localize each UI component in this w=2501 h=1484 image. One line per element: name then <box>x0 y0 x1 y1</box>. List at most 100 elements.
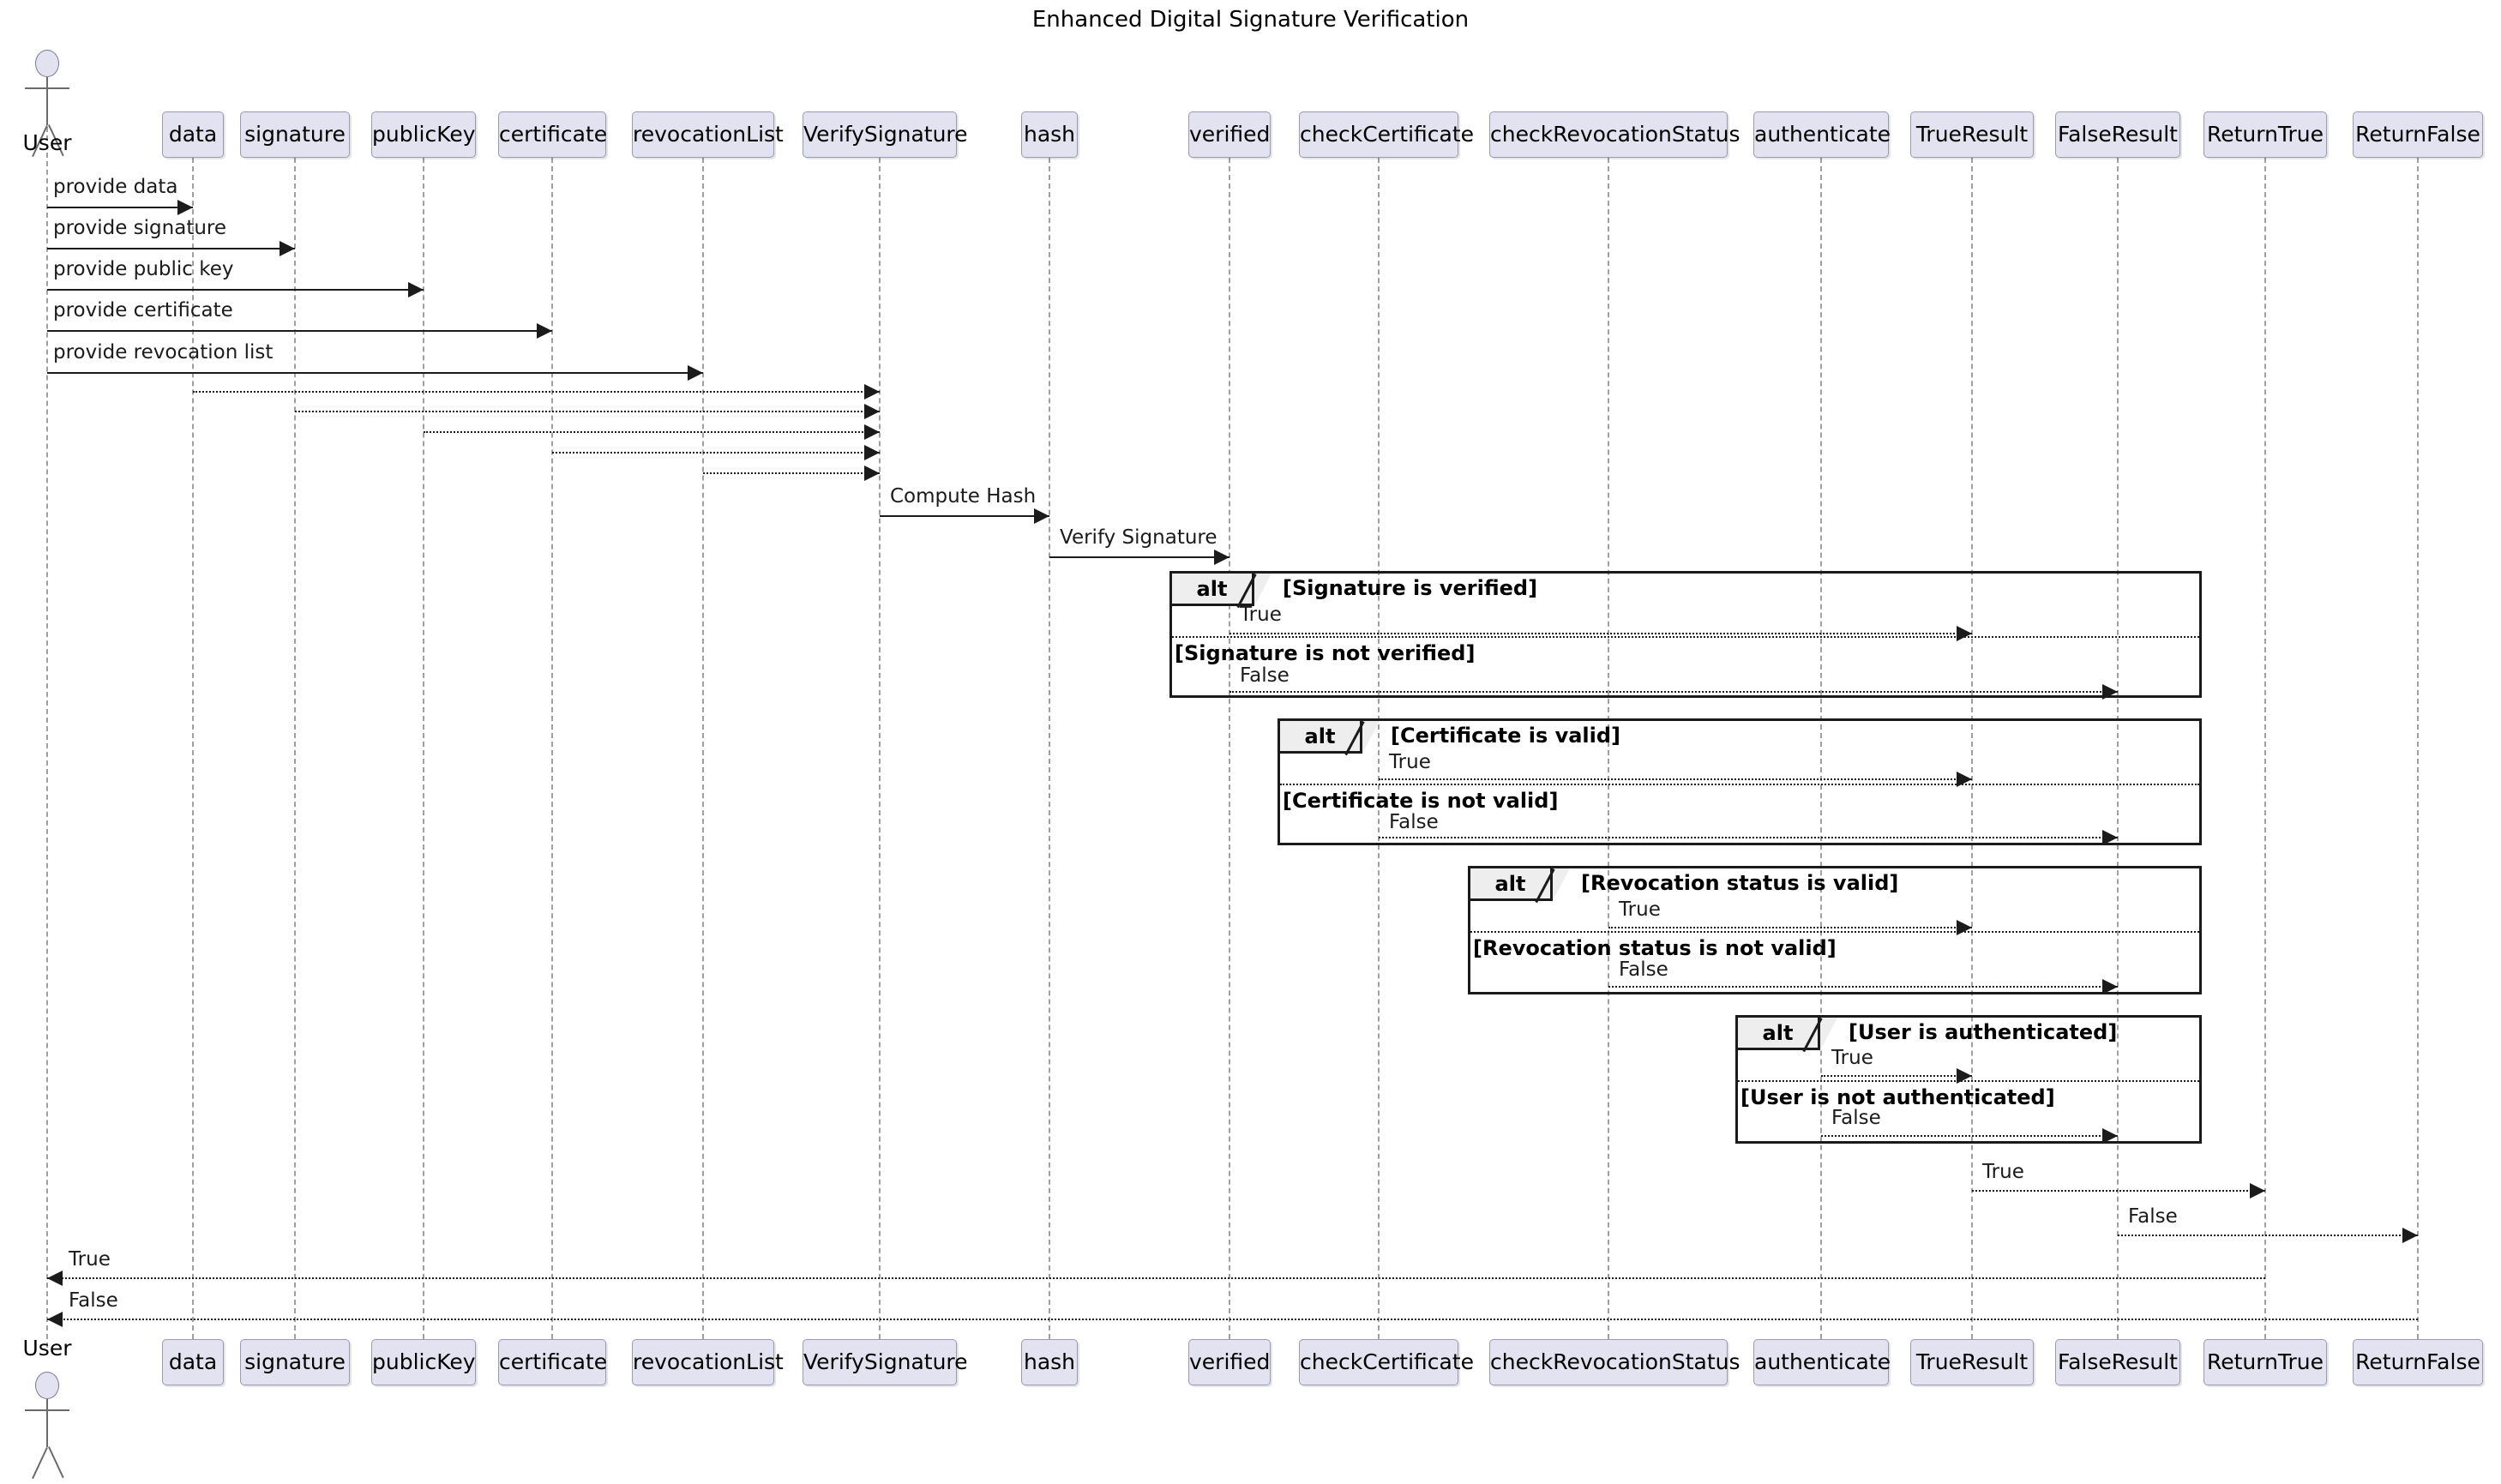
alt-guard-else-4: [User is not authenticated] <box>1740 1085 2055 1109</box>
message-10-arrowhead-icon <box>1034 508 1049 524</box>
participant-label-certificate: certificate <box>499 1349 607 1374</box>
participant-box-publicKey-bottom[interactable]: publicKey <box>371 1339 476 1385</box>
message-19-arrowhead-icon <box>2102 1128 2118 1144</box>
message-1-line <box>47 248 295 249</box>
message-0-line <box>47 207 193 208</box>
participant-box-data-bottom[interactable]: data <box>162 1339 224 1385</box>
participant-label-checkRevocationStatus: checkRevocationStatus <box>1490 122 1740 147</box>
message-1-arrowhead-icon <box>280 241 295 256</box>
message-18-line <box>1821 1075 1972 1077</box>
message-0-arrowhead-icon <box>177 200 193 215</box>
alt-guard-then-4: [User is authenticated] <box>1849 1020 2117 1044</box>
participant-box-VerifySignature-top[interactable]: VerifySignature <box>803 111 957 158</box>
participant-label-certificate: certificate <box>499 122 607 147</box>
participant-box-revocationList-bottom[interactable]: revocationList <box>632 1339 774 1385</box>
participant-label-ReturnTrue: ReturnTrue <box>2207 1349 2324 1374</box>
message-label-20: True <box>1982 1161 2024 1183</box>
message-label-10: Compute Hash <box>890 485 1036 508</box>
message-8-arrowhead-icon <box>864 445 880 460</box>
message-label-4: provide revocation list <box>53 341 273 363</box>
alt-keyword-label: alt <box>1495 872 1526 896</box>
alt-divider-2 <box>1280 784 2199 785</box>
message-13-arrowhead-icon <box>2102 684 2118 700</box>
participant-box-FalseResult-top[interactable]: FalseResult <box>2055 111 2180 158</box>
participant-box-TrueResult-bottom[interactable]: TrueResult <box>1910 1339 2034 1385</box>
participant-box-checkRevocationStatus-bottom[interactable]: checkRevocationStatus <box>1489 1339 1728 1385</box>
participant-box-certificate-top[interactable]: certificate <box>498 111 606 158</box>
participant-label-hash: hash <box>1024 1349 1075 1374</box>
lifeline-verified <box>1229 158 1230 1339</box>
actor-stroke-bottom <box>48 1446 64 1478</box>
participant-label-TrueResult: TrueResult <box>1916 122 2028 147</box>
participant-label-publicKey: publicKey <box>372 122 476 147</box>
message-20-line <box>1972 1190 2265 1192</box>
message-label-12: True <box>1240 604 1282 626</box>
participant-box-TrueResult-top[interactable]: TrueResult <box>1910 111 2034 158</box>
message-15-arrowhead-icon <box>2102 830 2118 845</box>
message-7-line <box>424 431 880 433</box>
participant-box-verified-top[interactable]: verified <box>1188 111 1271 158</box>
participant-box-FalseResult-bottom[interactable]: FalseResult <box>2055 1339 2180 1385</box>
participant-box-checkCertificate-top[interactable]: checkCertificate <box>1299 111 1458 158</box>
participant-box-ReturnTrue-top[interactable]: ReturnTrue <box>2203 111 2327 158</box>
message-20-arrowhead-icon <box>2250 1183 2265 1199</box>
alt-guard-then-2: [Certificate is valid] <box>1391 724 1620 748</box>
alt-divider-3 <box>1470 931 2199 933</box>
actor-stroke-bottom <box>46 1399 48 1447</box>
participant-box-hash-bottom[interactable]: hash <box>1021 1339 1078 1385</box>
participant-label-verified: verified <box>1189 122 1270 147</box>
participant-label-revocationList: revocationList <box>633 1349 784 1374</box>
message-2-arrowhead-icon <box>408 282 424 297</box>
message-label-19: False <box>1831 1107 1881 1129</box>
message-18-arrowhead-icon <box>1957 1068 1972 1084</box>
participant-box-ReturnTrue-bottom[interactable]: ReturnTrue <box>2203 1339 2327 1385</box>
message-14-arrowhead-icon <box>1957 772 1972 787</box>
message-3-line <box>47 330 552 332</box>
message-19-line <box>1821 1135 2118 1137</box>
message-label-23: False <box>69 1289 118 1312</box>
message-16-line <box>1608 927 1972 928</box>
participant-box-VerifySignature-bottom[interactable]: VerifySignature <box>803 1339 957 1385</box>
message-22-arrowhead-icon <box>47 1271 63 1286</box>
participant-label-TrueResult: TrueResult <box>1916 1349 2028 1374</box>
participant-box-ReturnFalse-top[interactable]: ReturnFalse <box>2353 111 2483 158</box>
message-5-arrowhead-icon <box>864 384 880 400</box>
message-label-22: True <box>69 1248 111 1271</box>
diagram-title: Enhanced Digital Signature Verification <box>0 7 2501 33</box>
participant-box-verified-bottom[interactable]: verified <box>1188 1339 1271 1385</box>
message-21-line <box>2118 1235 2418 1236</box>
participant-box-certificate-bottom[interactable]: certificate <box>498 1339 606 1385</box>
message-label-1: provide signature <box>53 217 226 239</box>
message-11-arrowhead-icon <box>1214 550 1229 565</box>
participant-label-VerifySignature: VerifySignature <box>803 122 968 147</box>
message-21-arrowhead-icon <box>2402 1228 2418 1243</box>
participant-box-data-top[interactable]: data <box>162 111 224 158</box>
message-label-0: provide data <box>53 176 178 198</box>
participant-box-revocationList-top[interactable]: revocationList <box>632 111 774 158</box>
message-13-line <box>1229 691 2118 693</box>
message-4-line <box>47 372 703 374</box>
participant-box-checkRevocationStatus-top[interactable]: checkRevocationStatus <box>1489 111 1728 158</box>
participant-box-signature-top[interactable]: signature <box>240 111 350 158</box>
participant-label-hash: hash <box>1024 122 1075 147</box>
actor-label-top: User <box>0 130 99 155</box>
message-12-arrowhead-icon <box>1957 626 1972 641</box>
message-6-arrowhead-icon <box>864 404 880 419</box>
actor-head-icon-top <box>35 50 59 77</box>
participant-label-signature: signature <box>244 122 346 147</box>
message-22-line <box>47 1277 2265 1279</box>
lifeline-ReturnFalse <box>2417 158 2419 1339</box>
participant-box-publicKey-top[interactable]: publicKey <box>371 111 476 158</box>
alt-guard-else-3: [Revocation status is not valid] <box>1473 936 1837 960</box>
participant-box-hash-top[interactable]: hash <box>1021 111 1078 158</box>
message-17-line <box>1608 986 2118 988</box>
lifeline-data <box>192 158 194 1339</box>
message-label-3: provide certificate <box>53 299 233 321</box>
alt-keyword-label: alt <box>1763 1021 1794 1045</box>
participant-box-authenticate-bottom[interactable]: authenticate <box>1753 1339 1889 1385</box>
participant-box-authenticate-top[interactable]: authenticate <box>1753 111 1889 158</box>
participant-box-signature-bottom[interactable]: signature <box>240 1339 350 1385</box>
participant-box-ReturnFalse-bottom[interactable]: ReturnFalse <box>2353 1339 2483 1385</box>
participant-box-checkCertificate-bottom[interactable]: checkCertificate <box>1299 1339 1458 1385</box>
message-9-arrowhead-icon <box>864 466 880 481</box>
